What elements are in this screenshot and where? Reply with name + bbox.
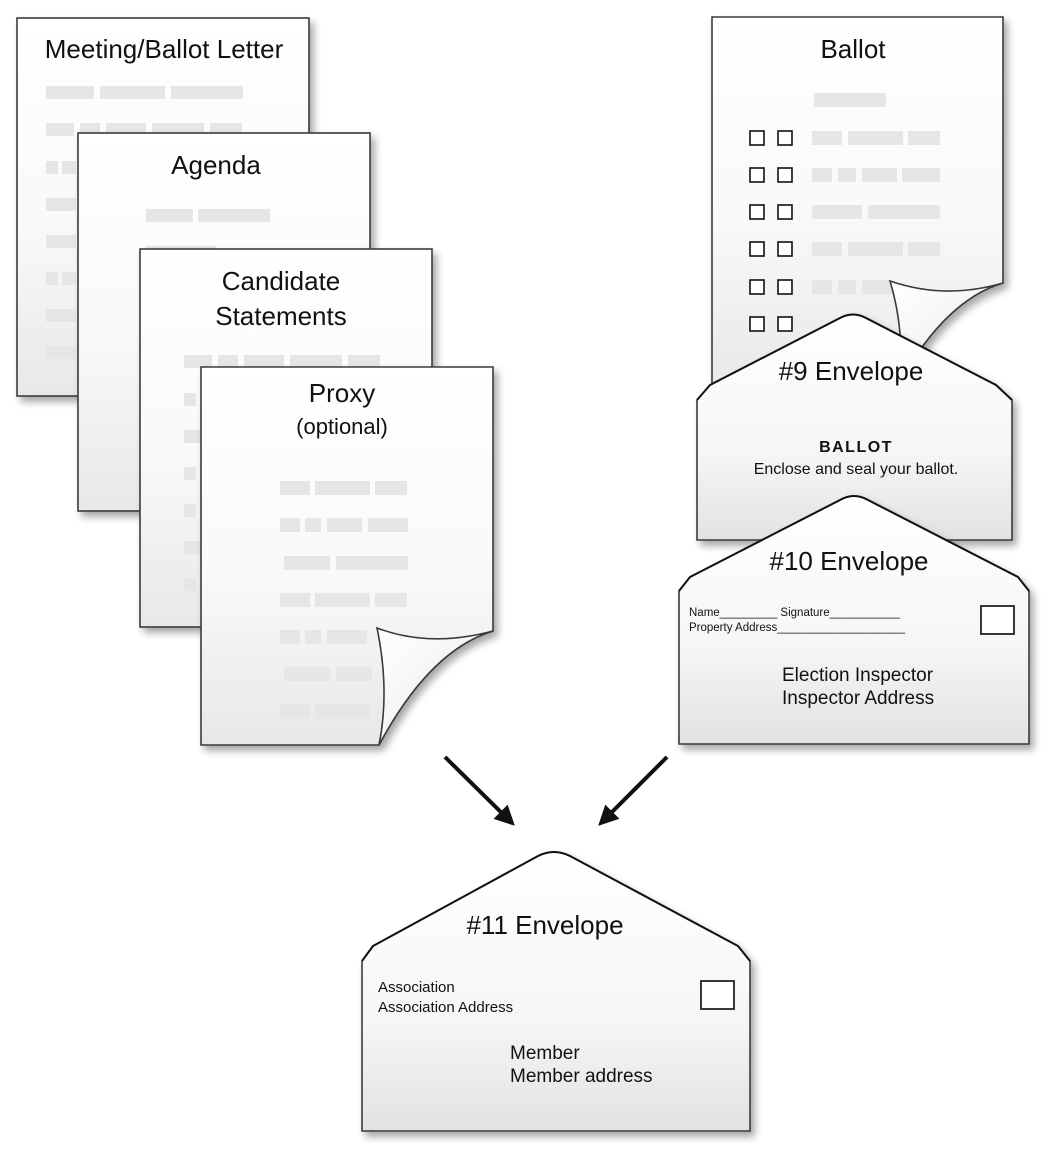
ballot-rows bbox=[749, 130, 940, 332]
meeting-ballot-letter-title: Meeting/Ballot Letter bbox=[45, 34, 284, 64]
ballot-title: Ballot bbox=[820, 34, 886, 64]
envelope-11-return-line2: Association Address bbox=[378, 999, 513, 1016]
envelope-10-form-line1: Name_________ Signature___________ bbox=[689, 607, 901, 619]
envelope-10: #10 Envelope Name_________ Signature____… bbox=[678, 495, 1030, 745]
ballot-page: Ballot bbox=[711, 16, 1004, 386]
envelope-11-addressee-line2: Member address bbox=[510, 1066, 653, 1087]
page-curl bbox=[375, 626, 494, 746]
candidate-statements-title-line1: Candidate bbox=[222, 266, 341, 296]
envelope-10-addressee-line2: Inspector Address bbox=[782, 688, 934, 709]
envelope-11-title: #11 Envelope bbox=[466, 910, 623, 940]
placeholder-lines bbox=[184, 355, 380, 591]
ballot-checkbox bbox=[749, 279, 765, 295]
stamp-box bbox=[700, 980, 735, 1010]
agenda-title: Agenda bbox=[171, 150, 261, 180]
envelope-9: #9 Envelope BALLOT Enclose and seal your… bbox=[696, 313, 1013, 541]
ballot-checkbox bbox=[749, 241, 765, 257]
envelope-9-heading: BALLOT bbox=[819, 439, 893, 456]
ballot-checkbox bbox=[777, 204, 793, 220]
placeholder-lines bbox=[46, 86, 243, 359]
envelope-9-title: #9 Envelope bbox=[779, 356, 924, 386]
proxy-subtitle: (optional) bbox=[296, 414, 388, 439]
ballot-checkbox bbox=[777, 130, 793, 146]
page-curl bbox=[888, 279, 1004, 386]
proxy-page: Proxy (optional) bbox=[200, 366, 494, 746]
ballot-checkbox bbox=[777, 279, 793, 295]
ballot-checkbox bbox=[749, 204, 765, 220]
envelope-11-addressee-line1: Member bbox=[510, 1043, 580, 1064]
ballot-checkbox bbox=[749, 316, 765, 332]
ballot-checkbox bbox=[749, 167, 765, 183]
stamp-box bbox=[980, 605, 1015, 635]
envelope-10-form-line2: Property Address____________________ bbox=[689, 622, 906, 634]
ballot-checkbox bbox=[749, 130, 765, 146]
ballot-checkbox bbox=[777, 316, 793, 332]
proxy-title: Proxy bbox=[309, 378, 375, 408]
arrow-right-to-envelope-11 bbox=[598, 755, 669, 826]
ballot-checkbox bbox=[777, 241, 793, 257]
arrow-left-to-envelope-11 bbox=[443, 755, 515, 826]
envelope-9-text: Enclose and seal your ballot. bbox=[754, 461, 959, 478]
envelope-11-return-line1: Association bbox=[378, 979, 455, 996]
envelope-10-addressee-line1: Election Inspector bbox=[782, 665, 934, 686]
ballot-checkbox bbox=[777, 167, 793, 183]
envelope-10-title: #10 Envelope bbox=[769, 546, 928, 576]
envelope-11: #11 Envelope Association Association Add… bbox=[361, 851, 751, 1132]
candidate-statements-title-line2: Statements bbox=[215, 301, 347, 331]
placeholder-lines bbox=[280, 481, 408, 718]
